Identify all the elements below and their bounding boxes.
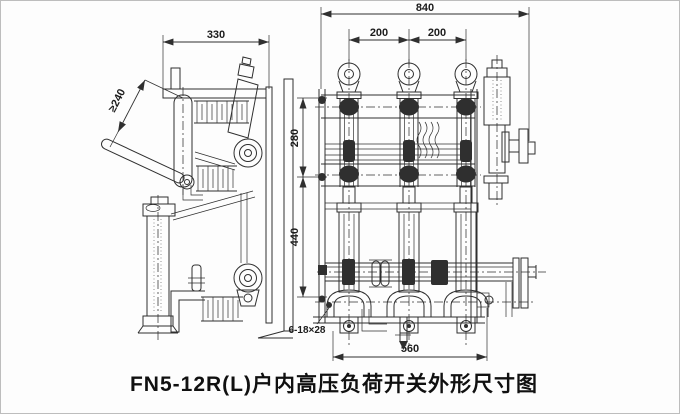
side-frame-plate (257, 78, 294, 339)
dim-200-left: 200 (348, 27, 410, 65)
dim-440-label: 440 (289, 228, 301, 246)
dim-240: ≥240 (106, 79, 184, 148)
side-mid-insulator (196, 165, 237, 192)
dim-330-label: 330 (207, 29, 225, 41)
side-upper-hub (233, 138, 263, 168)
side-lower-pipe (170, 264, 205, 333)
dim-280: 280 (289, 97, 327, 178)
side-linkage-rods (170, 151, 256, 263)
side-lower-hub (233, 263, 263, 307)
side-fuse-tube (137, 195, 179, 341)
front-view: 840 200 200 280 440 (289, 2, 546, 361)
dim-280-label: 280 (289, 129, 301, 147)
side-fuse-carrier (227, 56, 259, 139)
side-upper-insulator (194, 100, 249, 124)
side-pivot-column (173, 87, 193, 195)
dim-330: 330 (162, 29, 270, 89)
dim-200-right: 200 (409, 27, 467, 61)
trip-hardware (361, 259, 411, 350)
dim-200-right-label: 200 (428, 27, 446, 39)
dim-200-left-label: 200 (370, 27, 388, 39)
drawing-caption: FN5-12R(L)户内高压负荷开关外形尺寸图 (130, 372, 538, 396)
dim-440: 440 (289, 177, 327, 298)
side-view: 330 ≥240 (101, 29, 294, 341)
dim-240-label: ≥240 (106, 87, 128, 114)
dim-560: 560 (332, 308, 488, 361)
dim-840: 840 (320, 2, 530, 141)
operating-shaft (317, 257, 546, 317)
side-operating-handle (101, 138, 195, 190)
operating-mechanism (483, 55, 536, 206)
fuse-wires (416, 121, 440, 159)
mounting-holes-label: 6-18×28 (289, 325, 326, 336)
side-top-bracket (162, 67, 267, 99)
side-lower-insulator (201, 296, 243, 322)
dim-840-label: 840 (416, 2, 434, 14)
